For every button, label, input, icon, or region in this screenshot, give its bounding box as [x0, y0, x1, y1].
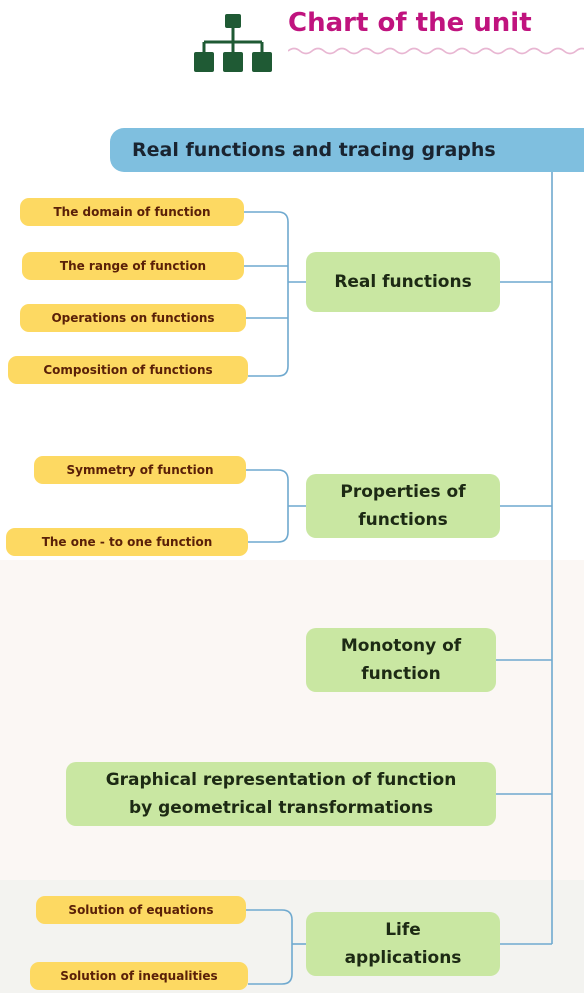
branch-real-functions: Real functions: [306, 252, 500, 312]
branch-label-line1: Monotony of: [340, 636, 462, 656]
branch-label-line2: functions: [358, 510, 448, 530]
root-node: Real functions and tracing graphs: [110, 128, 584, 172]
branch-properties-of-functions: Properties of functions: [306, 474, 500, 538]
branch-graphical-representation: Graphical representation of function by …: [66, 762, 496, 826]
page-title: Chart of the unit: [288, 8, 532, 38]
title-underline: [288, 47, 584, 55]
leaf-solution-of-equations: Solution of equations: [36, 896, 246, 924]
branch-label: Real functions: [334, 272, 472, 292]
branch-life-applications: Life applications: [306, 912, 500, 976]
branch-monotony-of-function: Monotony of function: [306, 628, 496, 692]
background-middle: [0, 560, 584, 880]
branch-label-line1: Life: [385, 920, 421, 940]
leaf-operations-on-functions: Operations on functions: [20, 304, 246, 332]
branch-label-line2: function: [361, 664, 441, 684]
hierarchy-icon: [194, 14, 272, 72]
leaf-domain-of-function: The domain of function: [20, 198, 244, 226]
leaf-composition-of-functions: Composition of functions: [8, 356, 248, 384]
leaf-symmetry-of-function: Symmetry of function: [34, 456, 246, 484]
branch-label-line2: applications: [344, 948, 462, 968]
leaf-range-of-function: The range of function: [22, 252, 244, 280]
branch-label-line1: Graphical representation of function: [105, 770, 457, 790]
branch-label-line1: Properties of: [340, 482, 466, 502]
leaf-one-to-one-function: The one - to one function: [6, 528, 248, 556]
leaf-solution-of-inequalities: Solution of inequalities: [30, 962, 248, 990]
branch-label-line2: by geometrical transformations: [128, 798, 434, 818]
